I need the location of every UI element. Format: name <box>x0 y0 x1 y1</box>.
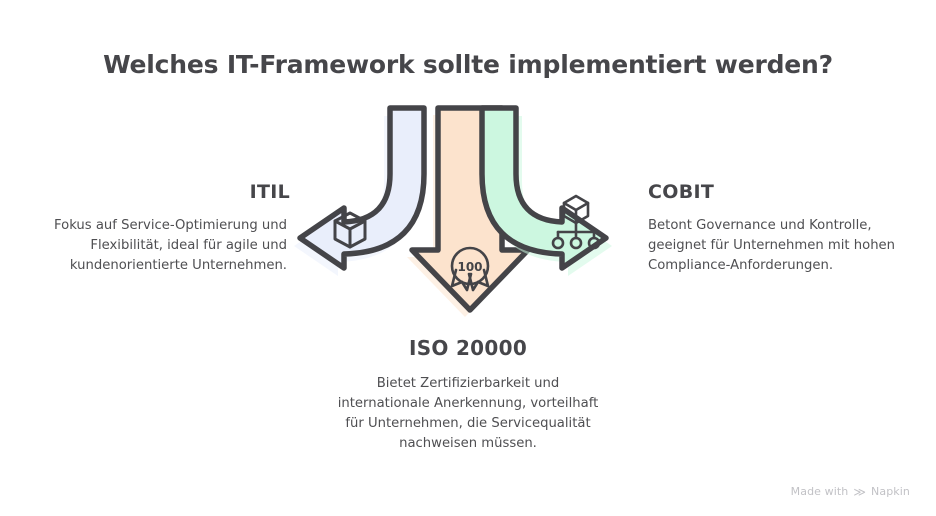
branch-heading-cobit: COBIT <box>648 181 715 203</box>
arrow-itil[interactable] <box>294 105 427 276</box>
hierarchy-icon <box>551 194 601 250</box>
watermark: Made with ≫ Napkin <box>791 485 910 498</box>
award-ribbon-100-icon: 100 <box>450 246 490 292</box>
napkin-logo-icon: ≫ <box>853 484 867 499</box>
arrow-itil-body <box>297 105 427 271</box>
branch-description-itil: Fokus auf Service-Optimierung und Flexib… <box>54 218 287 273</box>
award-badge-value: 100 <box>457 260 482 274</box>
page-title: Welches IT-Framework sollte implementier… <box>103 50 833 79</box>
watermark-prefix: Made with <box>790 485 849 498</box>
framework-arrows-diagram: 100 <box>286 96 654 324</box>
watermark-brand: Napkin <box>871 485 910 498</box>
branch-heading-iso20000: ISO 20000 <box>408 336 528 360</box>
branch-description-iso20000: Bietet Zertifizierbarkeit und internatio… <box>337 376 599 451</box>
cube-icon <box>333 211 367 249</box>
branch-description-cobit: Betont Governance und Kontrolle, geeigne… <box>648 218 896 273</box>
branch-heading-itil: ITIL <box>249 181 290 203</box>
arrow-cobit[interactable] <box>479 105 612 276</box>
